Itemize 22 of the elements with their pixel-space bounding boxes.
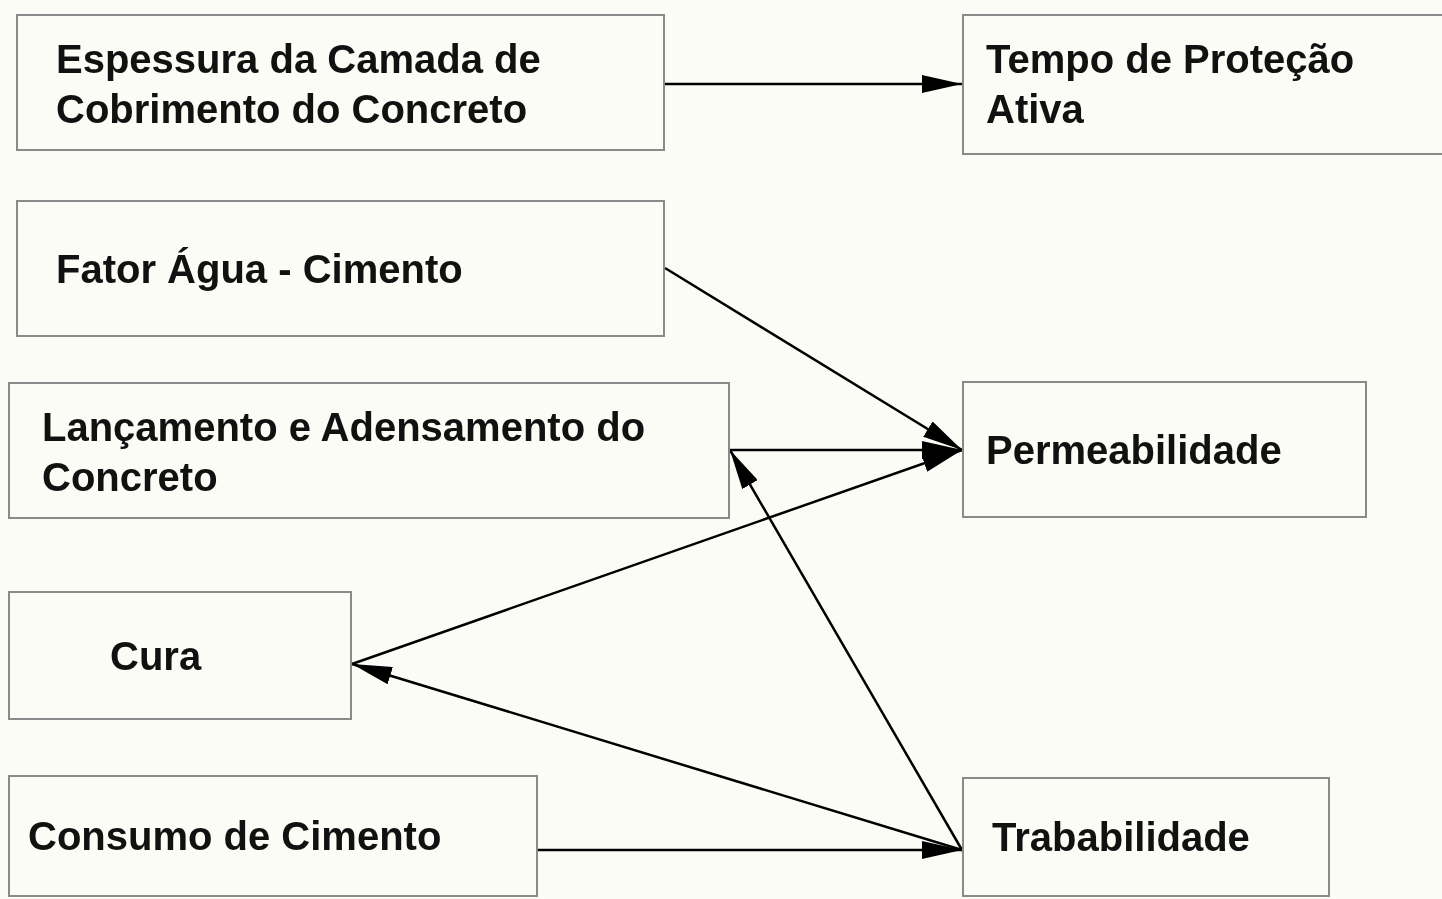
arrow [351, 448, 963, 666]
arrow [351, 662, 963, 852]
arrow [730, 441, 962, 459]
arrow [665, 75, 962, 93]
factor-label: Trababilidade [992, 814, 1250, 861]
factor-box [962, 381, 1367, 518]
factor-label: Permeabilidade [986, 426, 1282, 474]
factor-box [16, 14, 665, 151]
factor-label: Lançamento e Adensamento do Concreto [42, 404, 647, 501]
factor-box [962, 14, 1442, 155]
arrow [538, 841, 962, 859]
factor-box [962, 777, 1330, 897]
arrow [664, 266, 963, 452]
factor-label: Tempo de Proteção Ativa [986, 36, 1356, 133]
factor-label: Consumo de Cimento [28, 813, 442, 860]
factor-label: Espessura da Camada de Cobrimento do Concreto [56, 36, 542, 133]
factor-box [8, 591, 352, 720]
factor-label: Fator Água - Cimento [56, 245, 463, 293]
factor-box [16, 200, 665, 337]
factor-box [8, 775, 538, 897]
factor-label: Cura [110, 632, 202, 680]
factor-box [8, 382, 730, 519]
